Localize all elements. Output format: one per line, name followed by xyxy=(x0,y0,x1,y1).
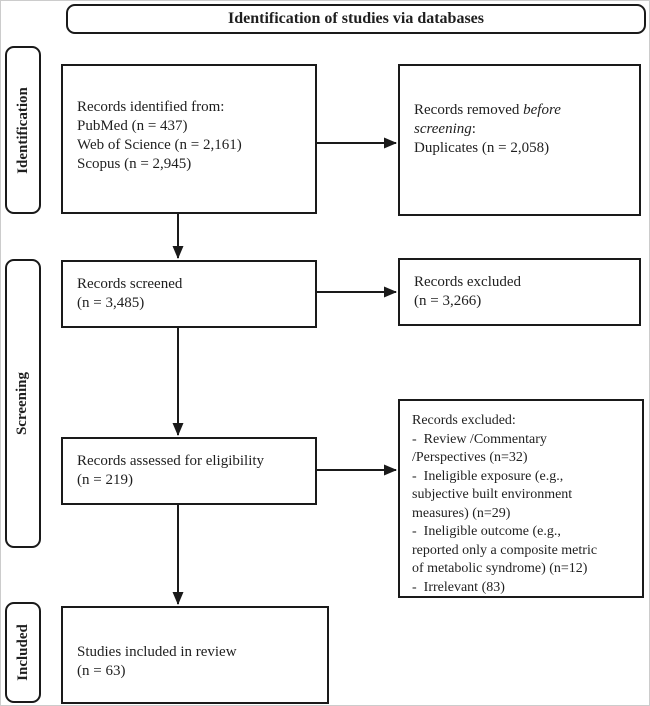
text-line: Web of Science (n = 2,161) xyxy=(77,137,242,153)
box-records-removed-before-screening: Records removed before screening: Duplicat… xyxy=(398,64,641,216)
text-line: (n = 219) xyxy=(77,472,133,488)
text-line: of metabolic syndrome) (n=12) xyxy=(412,561,588,576)
text-line: (n = 3,266) xyxy=(414,293,482,309)
text-line: Scopus (n = 2,945) xyxy=(77,156,192,172)
text-line: - Ineligible exposure (e.g., xyxy=(412,468,564,484)
box-records-excluded-eligibility: Records excluded: - Review /Commentary/Pe… xyxy=(398,399,644,598)
text-line: /Perspectives (n=32) xyxy=(412,450,528,465)
text-line: Duplicates (n = 2,058) xyxy=(414,140,550,156)
text-line: Records removed before xyxy=(414,102,561,118)
box-records-assessed: Records assessed for eligibility (n = 219… xyxy=(61,437,317,505)
text-line: Records assessed for eligibility xyxy=(77,453,265,469)
phase-label-identification-box: Identification xyxy=(5,46,41,214)
diagram-title: Identification of studies via databases xyxy=(227,10,485,27)
text-line: (n = 3,485) xyxy=(77,295,145,311)
box-records-identified: Records identified from: PubMed (n = 437)… xyxy=(61,64,317,214)
phase-label-identification: Identification xyxy=(14,86,31,174)
text-line: reported only a composite metric xyxy=(412,542,598,558)
text-line: Records screened xyxy=(77,276,183,292)
text-line: - Review /Commentary xyxy=(412,431,547,447)
diagram-title-box: Identification of studies via databases xyxy=(66,4,646,34)
phase-label-included: Included xyxy=(14,624,31,681)
text-line: PubMed (n = 437) xyxy=(77,118,188,134)
text-line: Studies included in review xyxy=(77,644,237,660)
phase-label-screening-box: Screening xyxy=(5,259,41,548)
text-line: screening: xyxy=(414,121,476,137)
text-line: (n = 63) xyxy=(77,663,126,679)
text-line: - Ineligible outcome (e.g., xyxy=(412,524,561,539)
text-line: Records identified from: xyxy=(77,99,225,115)
box-records-excluded-screening: Records excluded (n = 3,266) xyxy=(398,258,641,326)
phase-label-included-box: Included xyxy=(5,602,41,703)
text-line: measures) (n=29) xyxy=(412,505,511,521)
phase-label-screening: Screening xyxy=(14,371,31,436)
text-line: Records excluded: xyxy=(412,413,516,428)
box-records-screened: Records screened (n = 3,485) xyxy=(61,260,317,328)
text-line: subjective built environment xyxy=(412,487,573,502)
box-studies-included: Studies included in review (n = 63) xyxy=(61,606,329,704)
text-line: - Irrelevant (83) xyxy=(412,579,505,595)
text-line: Records excluded xyxy=(414,274,522,290)
